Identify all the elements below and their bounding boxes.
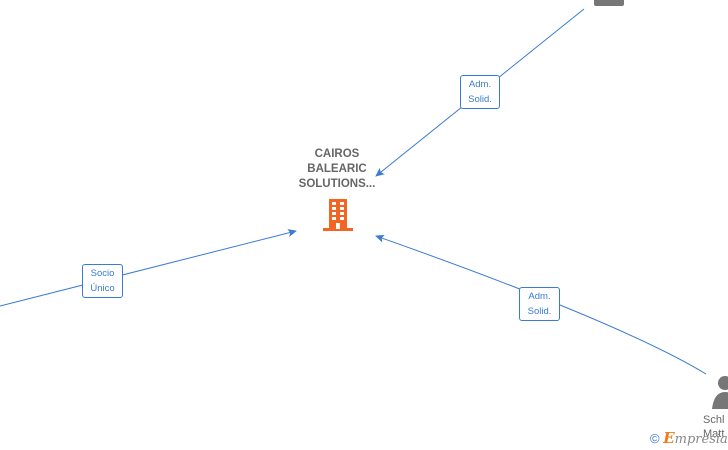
person-icon[interactable] [594,0,624,6]
edge-label-line: Solid. [527,306,552,317]
edge-left [0,229,297,307]
edge-label-socio-unico[interactable]: Socio Único [82,264,123,298]
person-name-line: Matt [703,428,725,440]
person-name-line: Schl [703,414,725,426]
edge-label-adm-solid-top[interactable]: Adm. Solid. [460,75,500,109]
copyright-icon: © [650,431,660,446]
edge-label-line: Solid. [468,94,492,105]
edge-label-line: Socio [90,268,115,279]
person-icon[interactable] [712,375,728,409]
edge-label-adm-solid-bottom[interactable]: Adm. Solid. [519,287,560,321]
empresia-logo-text: mpresia [674,432,728,447]
copyright-notice: © Empresia [650,429,728,449]
edge-label-line: Único [90,283,115,294]
company-name[interactable]: CAIROS BALEARIC SOLUTIONS... [286,147,388,192]
empresia-logo-initial: E [663,429,675,447]
building-icon[interactable] [321,197,355,233]
person-name[interactable]: Schl Matt [703,413,724,441]
company-name-line: CAIROS [314,148,360,160]
edge-label-line: Adm. [468,79,492,90]
empresia-logo[interactable]: Empresia [663,429,728,447]
edge-bottom-right [375,234,707,375]
company-name-line: BALEARIC [307,163,367,175]
edge-label-line: Adm. [528,291,551,302]
company-name-line: SOLUTIONS... [298,178,376,190]
